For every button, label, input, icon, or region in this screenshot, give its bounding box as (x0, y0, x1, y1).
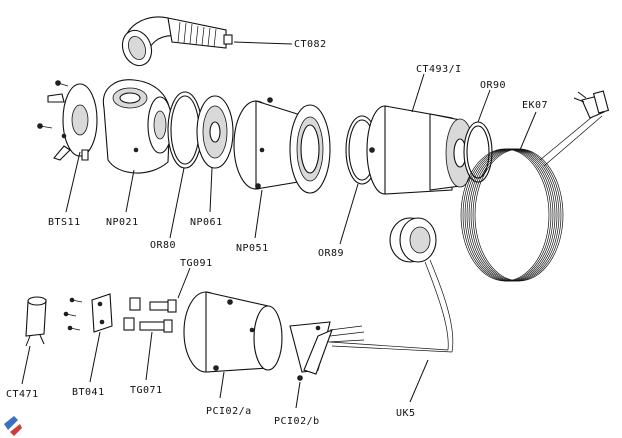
leader-np061 (209, 167, 213, 213)
label-np061: NP061 (190, 217, 223, 228)
leader-pci02a (219, 371, 225, 399)
label-or89: OR89 (318, 248, 344, 259)
part-ek07 (460, 90, 610, 282)
leader-or80 (169, 167, 185, 239)
part-pci02b (289, 321, 365, 381)
leader-or90 (477, 89, 491, 123)
label-ek07: EK07 (522, 100, 548, 111)
part-or90 (463, 121, 493, 183)
leader-ct082 (233, 41, 293, 45)
leader-tg071 (145, 331, 153, 381)
leader-bt041 (89, 331, 101, 383)
leader-uk5 (409, 359, 429, 403)
leader-pci02b (295, 381, 301, 409)
part-uk5 (329, 217, 454, 353)
label-ct493: CT493/I (416, 64, 462, 75)
label-np051: NP051 (236, 243, 269, 254)
part-bt041 (63, 293, 113, 333)
part-bts11 (37, 80, 98, 161)
leader-or89 (339, 183, 359, 245)
label-pci02a: PCI02/a (206, 406, 252, 417)
part-np021 (102, 79, 173, 174)
part-ct493 (366, 105, 475, 195)
part-pci02a (183, 291, 283, 373)
part-np051 (233, 97, 331, 194)
part-or80 (167, 91, 203, 169)
leader-ct493 (411, 73, 425, 113)
label-uk5: UK5 (396, 408, 416, 419)
leader-ct471 (21, 345, 31, 385)
leader-np021 (125, 169, 135, 213)
label-ct082: CT082 (294, 39, 327, 50)
leader-tg091 (177, 267, 191, 299)
part-tg071 (123, 297, 173, 333)
label-or90: OR90 (480, 80, 506, 91)
label-pci02b: PCI02/b (274, 416, 320, 427)
label-bts11: BTS11 (48, 217, 81, 228)
label-bt041: BT041 (72, 387, 105, 398)
label-ct471: CT471 (6, 389, 39, 400)
label-or80: OR80 (150, 240, 176, 251)
leader-bts11 (65, 151, 81, 213)
leader-ek07 (519, 111, 537, 151)
label-tg091: TG091 (180, 258, 213, 269)
label-np021: NP021 (106, 217, 139, 228)
corner-logo-icon (4, 416, 22, 436)
leader-np051 (254, 189, 263, 239)
part-ct082 (121, 16, 233, 67)
part-tg091 (149, 299, 177, 313)
label-tg071: TG071 (130, 385, 163, 396)
part-ct471 (25, 296, 47, 347)
part-np061 (196, 95, 234, 169)
